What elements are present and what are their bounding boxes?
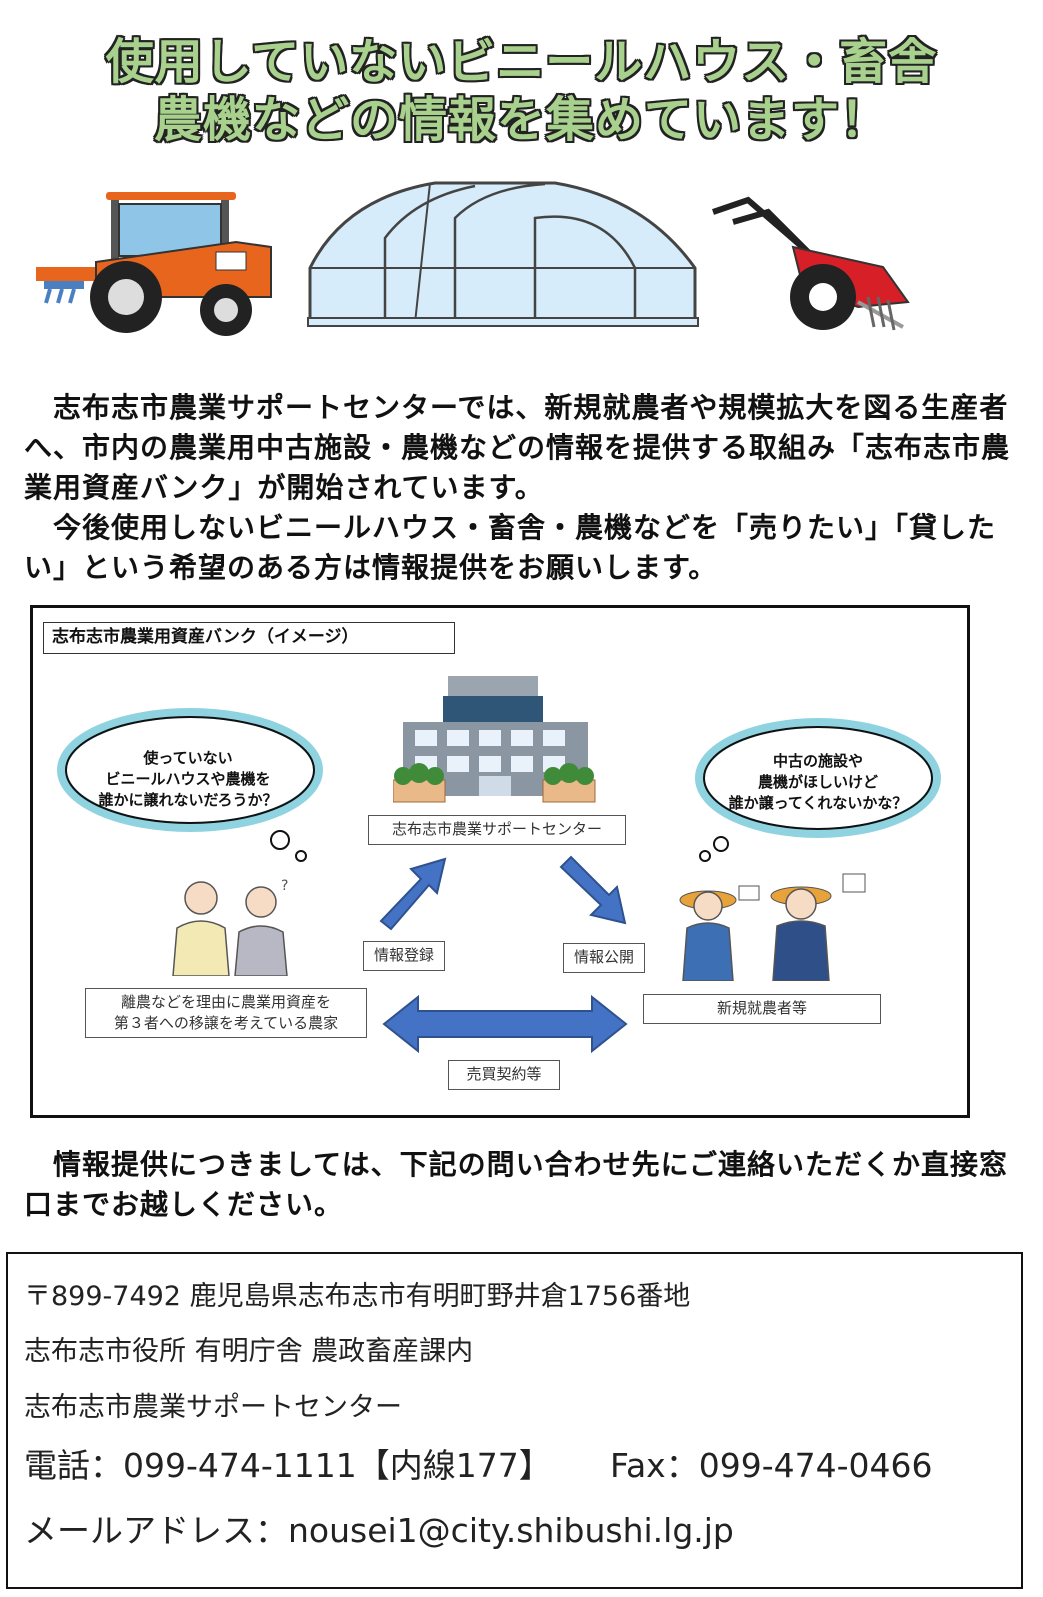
contract-label: 売買契約等 bbox=[448, 1060, 560, 1090]
diagram-title: 志布志市農業用資産バンク（イメージ） bbox=[43, 622, 455, 654]
contact-box: 〒899-7492 鹿児島県志布志市有明町野井倉1756番地 志布志市役所 有明… bbox=[6, 1252, 1023, 1589]
right-bubble-line-2: 農機がほしいけど bbox=[757, 773, 878, 791]
contact-email[interactable]: メールアドレス：nousei1@city.shibushi.lg.jp bbox=[24, 1511, 734, 1550]
young-farmers-icon bbox=[679, 873, 866, 981]
intro-paragraph-1: 志布志市農業サポートセンターでは、新規就農者や規模拡大を図る生産者へ、市内の農業… bbox=[24, 391, 1011, 504]
right-bubble-text: 中古の施設や 農機がほしいけど 誰か譲ってくれないかな？ bbox=[713, 751, 923, 814]
support-center-label: 志布志市農業サポートセンター bbox=[368, 815, 626, 845]
left-thought-bubble bbox=[57, 708, 323, 862]
asset-bank-diagram: 志布志市農業用資産バンク（イメージ） 使っていない ビニールハウスや農機を 誰か… bbox=[30, 605, 970, 1118]
left-bubble-line-2: ビニールハウスや農機を bbox=[105, 770, 271, 788]
left-bubble-line-1: 使っていない bbox=[143, 749, 233, 767]
contact-phone: 電話：099-474-1111【内線177】 bbox=[24, 1446, 552, 1485]
new-farmer-label: 新規就農者等 bbox=[643, 994, 881, 1024]
right-bubble-line-3: 誰か譲ってくれないかな？ bbox=[728, 794, 908, 812]
contact-center: 志布志市農業サポートセンター bbox=[24, 1392, 402, 1423]
office-building-icon bbox=[393, 676, 596, 803]
greenhouse-icon bbox=[307, 181, 699, 327]
cultivator-icon bbox=[712, 196, 910, 331]
register-label: 情報登録 bbox=[363, 941, 445, 971]
right-thought-bubble bbox=[695, 718, 941, 862]
left-bubble-line-3: 誰かに譲れないだろうか？ bbox=[98, 791, 278, 809]
intro-paragraph-2: 今後使用しないビニールハウス・畜舎・農機などを「売りたい」「貸したい」という希望… bbox=[24, 511, 997, 584]
contract-double-arrow bbox=[382, 994, 628, 1054]
publish-arrow bbox=[559, 855, 627, 925]
page-title-line-1: 使用していないビニールハウス・畜舎 bbox=[105, 34, 938, 90]
svg-text:?: ? bbox=[281, 878, 288, 894]
right-bubble-line-1: 中古の施設や bbox=[772, 752, 863, 770]
tractor-icon bbox=[36, 192, 272, 336]
register-arrow bbox=[379, 857, 447, 931]
contact-fax: Fax：099-474-0466 bbox=[610, 1446, 933, 1485]
seller-farmer-line-1: 離農などを理由に農業用資産を bbox=[120, 993, 331, 1011]
seller-farmer-label: 離農などを理由に農業用資産を 第３者への移譲を考えている農家 bbox=[85, 988, 367, 1038]
publish-label: 情報公開 bbox=[563, 943, 645, 973]
intro-text: 志布志市農業サポートセンターでは、新規就農者や規模拡大を図る生産者へ、市内の農業… bbox=[24, 388, 1024, 588]
outro-text: 情報提供につきましては、下記の問い合わせ先にご連絡いただくか直接窓口までお越しく… bbox=[24, 1145, 1024, 1225]
contact-address: 〒899-7492 鹿児島県志布志市有明町野井倉1756番地 bbox=[24, 1281, 691, 1312]
contact-office: 志布志市役所 有明庁舎 農政畜産課内 bbox=[24, 1336, 474, 1367]
outro-paragraph: 情報提供につきましては、下記の問い合わせ先にご連絡いただくか直接窓口までお越しく… bbox=[24, 1148, 1009, 1221]
seller-farmer-line-2: 第３者への移譲を考えている農家 bbox=[113, 1014, 339, 1032]
left-bubble-text: 使っていない ビニールハウスや農機を 誰かに譲れないだろうか？ bbox=[83, 748, 293, 811]
page-title-line-2: 農機などの情報を集めています！ bbox=[153, 92, 889, 148]
farmer-couple-icon: ? bbox=[172, 878, 288, 976]
